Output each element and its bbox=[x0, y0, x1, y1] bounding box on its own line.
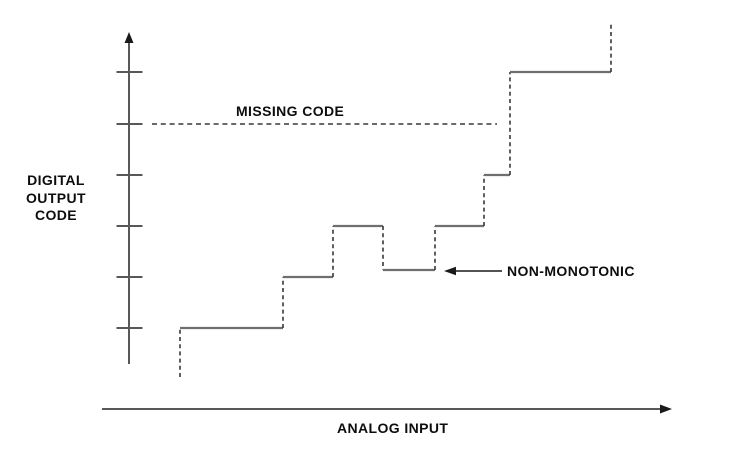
missing-code-label: MISSING CODE bbox=[236, 103, 345, 119]
y-axis-ticks bbox=[116, 71, 143, 329]
right-arrowhead-icon bbox=[660, 404, 672, 414]
y-axis-label: DIGITAL OUTPUT CODE bbox=[26, 172, 86, 223]
non-monotonic-label: NON-MONOTONIC bbox=[507, 263, 635, 279]
x-axis-label: ANALOG INPUT bbox=[337, 420, 449, 436]
left-arrowhead-icon bbox=[444, 266, 456, 276]
transfer-function-staircase bbox=[179, 23, 612, 377]
non-monotonic-annotation-arrow bbox=[444, 266, 502, 276]
y-axis bbox=[116, 32, 143, 364]
x-axis bbox=[102, 404, 672, 414]
up-arrowhead-icon bbox=[124, 32, 134, 43]
